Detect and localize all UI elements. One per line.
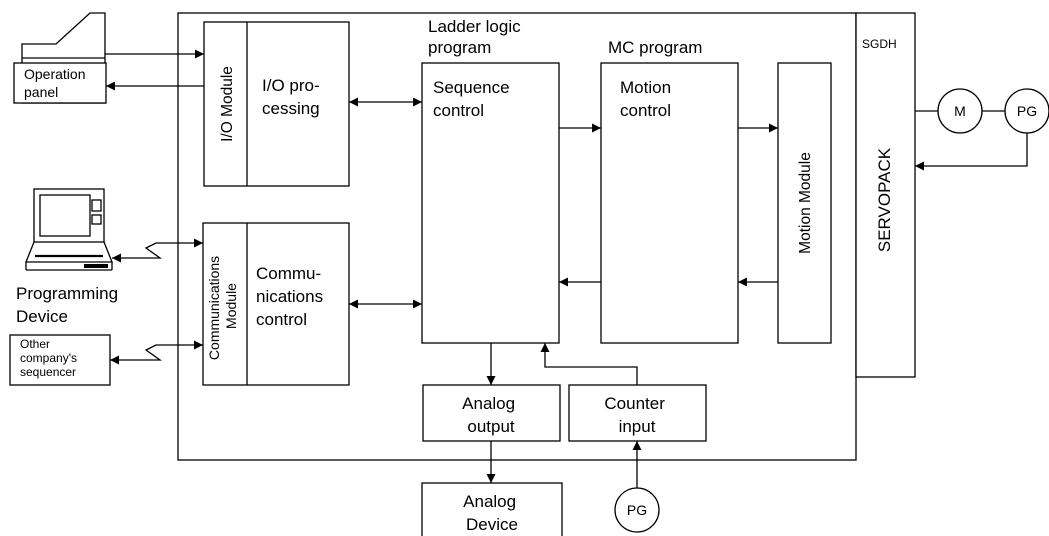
connectors <box>105 49 1028 488</box>
servopack-label: SERVOPACK <box>875 147 894 252</box>
programming-device-label: Programming Device <box>16 284 123 326</box>
motion-control-box <box>600 62 739 344</box>
ladder-program-label: Ladder logic program <box>428 17 525 57</box>
motion-module-box <box>777 62 832 344</box>
analog-device-box <box>421 482 563 536</box>
sgdh-label: SGDH <box>862 37 897 51</box>
operation-panel-box <box>13 62 107 104</box>
motor-label: M <box>954 103 966 119</box>
io-module-label: I/O Module <box>219 66 236 142</box>
sequence-control-label: Sequence control <box>433 78 514 120</box>
counter-input-box <box>568 384 707 442</box>
pg-servo-label: PG <box>1017 103 1037 119</box>
comm-control-label: Commu- nications control <box>256 264 328 329</box>
motion-module-label: Motion Module <box>797 152 814 254</box>
mc-program-label: MC program <box>608 38 702 57</box>
operation-panel-label: Operation panel <box>24 66 89 100</box>
pg-counter-label: PG <box>627 502 647 518</box>
sgdh-servopack-box <box>855 12 916 378</box>
programming-device-icon <box>25 188 113 271</box>
comm-module-label: Communications Module <box>206 252 239 360</box>
analog-output-box <box>422 384 561 442</box>
motion-control-label: Motion control <box>620 78 676 120</box>
sequence-control-box <box>421 62 560 344</box>
counter-input-label: Counter input <box>604 394 669 436</box>
other-sequencer-label: Other company's sequencer <box>20 337 80 379</box>
analog-device-label: Analog Device <box>463 492 521 534</box>
analog-output-label: Analog output <box>462 394 520 436</box>
io-processing-label: I/O pro- cessing <box>262 76 324 118</box>
